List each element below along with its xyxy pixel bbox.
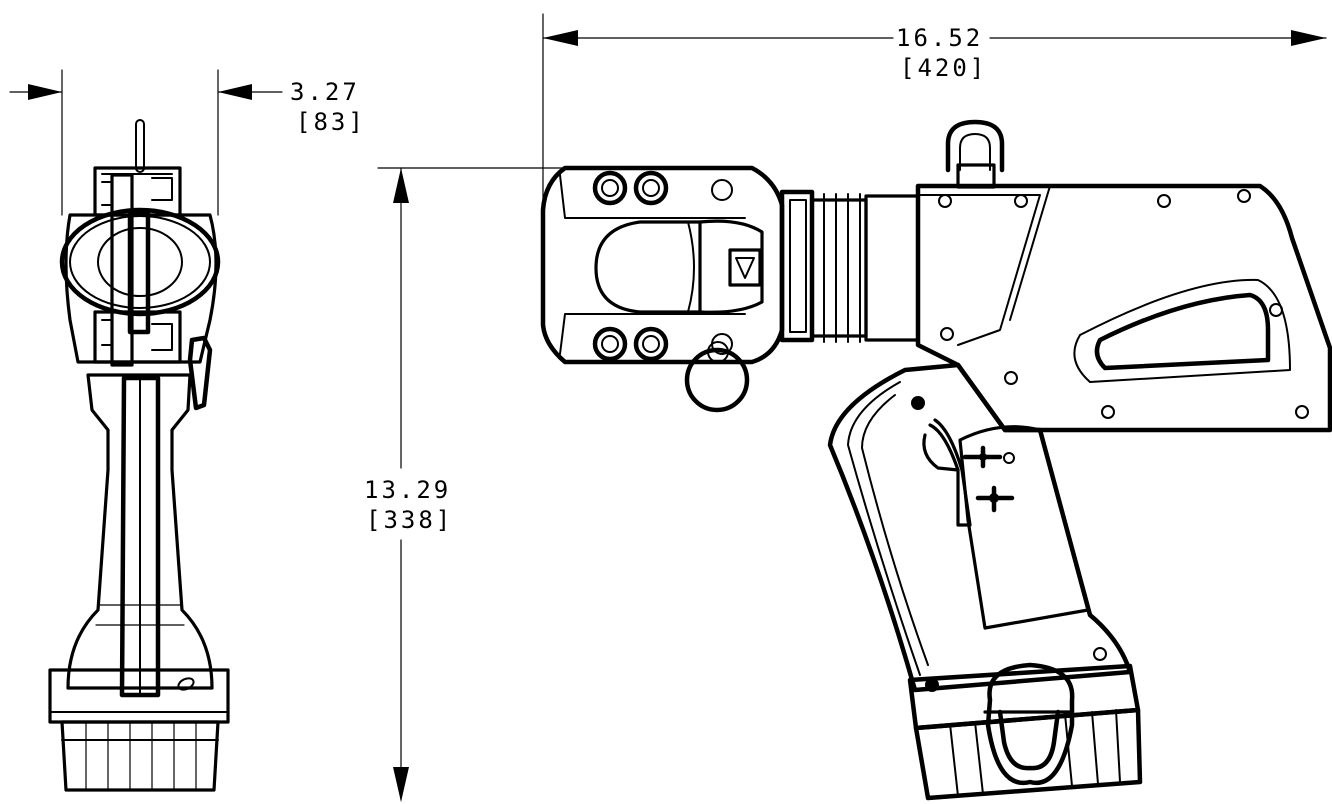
coupling-nut	[779, 189, 815, 343]
direction-switch	[962, 445, 1015, 513]
battery-latch	[985, 662, 1075, 786]
trigger	[928, 418, 972, 527]
threaded-sleeve	[810, 193, 920, 343]
dimension-height-overall: 13.29 [338]	[364, 167, 641, 802]
pistol-grip	[827, 362, 1133, 693]
arrow-head	[218, 84, 252, 100]
dim-width-metric: [83]	[296, 108, 366, 136]
ring-pull	[684, 347, 750, 413]
front-view	[48, 119, 230, 792]
dim-length-metric: [420]	[900, 54, 987, 82]
front-lower-jaw	[93, 310, 182, 364]
front-hole	[177, 677, 195, 691]
cutter-head	[540, 165, 785, 365]
front-upper-jaw	[93, 166, 182, 217]
jaw-opening	[594, 220, 702, 314]
dim-height-metric: [338]	[366, 506, 453, 534]
front-spine	[119, 375, 161, 698]
dimension-length-overall: 16.52 [420]	[542, 13, 1327, 211]
arrow-head	[28, 84, 62, 100]
jaw-bolts	[592, 170, 733, 362]
arrow-head	[393, 767, 409, 802]
dim-width-value: 3.27	[290, 78, 360, 106]
housing-screws	[938, 189, 1309, 661]
dimension-width-front: 3.27 [83]	[9, 69, 366, 216]
d-ring-handle	[945, 119, 1005, 173]
front-side-latch	[187, 335, 213, 411]
latch-triangle	[728, 248, 762, 287]
side-view	[540, 119, 1332, 801]
arrow-head	[393, 168, 409, 203]
arrow-head	[543, 30, 578, 46]
front-top-pin	[135, 119, 145, 173]
grip-panel	[958, 425, 1090, 630]
front-jaw-disc	[59, 207, 221, 317]
front-neck	[66, 373, 214, 690]
dim-length-value: 16.52	[896, 24, 983, 52]
arrow-head	[1291, 30, 1326, 46]
housing-window	[1094, 292, 1271, 371]
front-battery	[48, 668, 230, 724]
dim-height-value: 13.29	[364, 476, 451, 504]
